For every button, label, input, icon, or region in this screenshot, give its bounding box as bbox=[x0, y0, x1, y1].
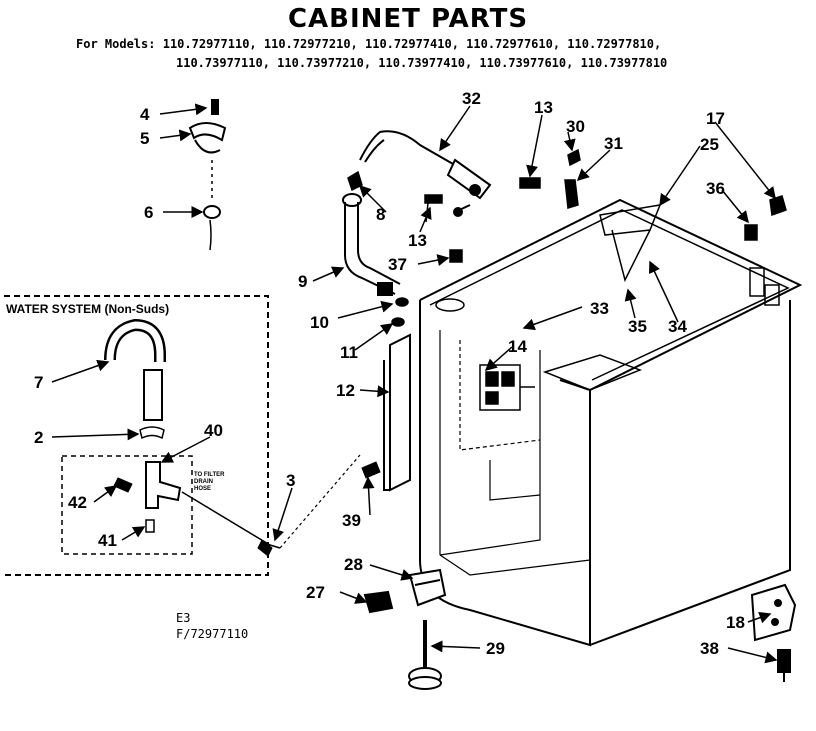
callout-37: 37 bbox=[388, 255, 407, 274]
callout-41: 41 bbox=[98, 531, 117, 550]
screw-39 bbox=[361, 461, 381, 479]
drain-note-2: DRAIN bbox=[194, 479, 213, 485]
callout-numbers: 4 5 6 32 8 9 10 11 12 13 13 30 31 17 25 … bbox=[34, 89, 745, 658]
models-line-1: For Models: 110.72977110, 110.72977210, … bbox=[76, 37, 661, 51]
callout-42: 42 bbox=[68, 493, 87, 512]
callout-33: 33 bbox=[590, 299, 609, 318]
drain-note-3: HOSE bbox=[194, 486, 211, 492]
callout-38: 38 bbox=[700, 639, 719, 658]
drain-note-1: TO FILTER bbox=[194, 472, 225, 478]
callout-28: 28 bbox=[344, 555, 363, 574]
callout-8: 8 bbox=[376, 205, 385, 224]
water-system-box bbox=[4, 295, 361, 576]
callout-12: 12 bbox=[336, 381, 355, 400]
models-line-2: 110.73977110, 110.73977210, 110.73977410… bbox=[176, 56, 668, 70]
upper-left-parts bbox=[188, 99, 227, 251]
callout-11: 11 bbox=[340, 343, 358, 362]
callout-9: 9 bbox=[298, 272, 307, 291]
callout-31: 31 bbox=[604, 134, 623, 153]
callout-32: 32 bbox=[462, 89, 481, 108]
water-system-label: WATER SYSTEM (Non-Suds) bbox=[6, 302, 169, 316]
callout-25: 25 bbox=[700, 135, 719, 154]
callout-29: 29 bbox=[486, 639, 505, 658]
leg-bracket bbox=[363, 568, 447, 614]
callout-6: 6 bbox=[144, 203, 153, 222]
callout-39: 39 bbox=[342, 511, 361, 530]
hose-assembly bbox=[359, 130, 492, 217]
callout-18: 18 bbox=[726, 613, 745, 632]
models-prefix: For Models: bbox=[76, 37, 156, 51]
callout-3: 3 bbox=[286, 471, 295, 490]
fittings bbox=[347, 148, 787, 263]
callout-30: 30 bbox=[566, 117, 585, 136]
fill-hose bbox=[342, 193, 401, 296]
footer-code: E3 bbox=[176, 611, 190, 625]
side-panel bbox=[383, 333, 411, 492]
callout-13-left: 13 bbox=[408, 231, 427, 250]
rear-bracket bbox=[750, 583, 797, 682]
callout-36: 36 bbox=[706, 179, 725, 198]
callout-17: 17 bbox=[706, 109, 725, 128]
callout-13-right: 13 bbox=[534, 98, 553, 117]
page-title: CABINET PARTS bbox=[287, 4, 529, 34]
callout-10: 10 bbox=[310, 313, 329, 332]
leveling-leg bbox=[408, 620, 442, 690]
callout-40: 40 bbox=[204, 421, 223, 440]
callout-34: 34 bbox=[668, 317, 687, 336]
callout-27: 27 bbox=[306, 583, 325, 602]
callout-2: 2 bbox=[34, 428, 43, 447]
footer-figure: F/72977110 bbox=[176, 627, 248, 641]
inlet-parts bbox=[391, 297, 409, 327]
callout-35: 35 bbox=[628, 317, 647, 336]
callout-14: 14 bbox=[508, 337, 527, 356]
callout-5: 5 bbox=[140, 129, 149, 148]
cabinet bbox=[419, 198, 803, 647]
models-list-1: 110.72977110, 110.72977210, 110.72977410… bbox=[162, 37, 662, 51]
terminal-block bbox=[479, 364, 535, 411]
leader-lines bbox=[51, 103, 778, 664]
callout-7: 7 bbox=[34, 373, 43, 392]
callout-4: 4 bbox=[140, 105, 150, 124]
